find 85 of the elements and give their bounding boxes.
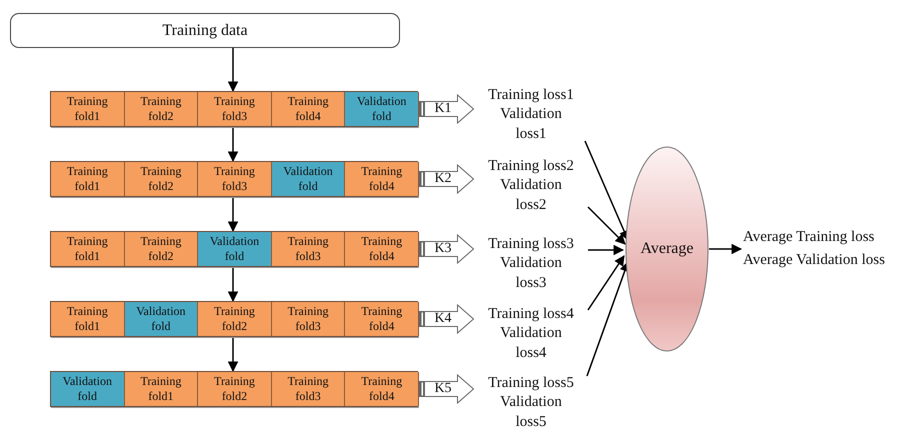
fold-label: Training fold2	[213, 374, 256, 404]
fold-label: Training fold4	[286, 94, 330, 124]
fold-label: Training fold2	[139, 94, 182, 124]
training-fold-cell	[51, 92, 125, 126]
training-fold-cell	[345, 302, 419, 336]
edge-label: K2	[434, 172, 452, 186]
fold-row	[50, 161, 418, 197]
edge-label: K3	[434, 242, 452, 256]
fold-row	[50, 91, 418, 127]
loss-label: Validation loss2	[499, 176, 563, 215]
fold-label: Validation fold	[282, 164, 334, 194]
fold-label: Training fold3	[213, 164, 256, 194]
node-label: Training data	[162, 22, 248, 40]
validation-fold-cell	[272, 162, 346, 196]
fold-label: Training fold1	[139, 374, 182, 404]
fold-label: Validation fold	[356, 94, 408, 124]
result-label: Average Validation loss	[743, 252, 885, 269]
average-ellipse	[625, 146, 709, 352]
fold-label: Training fold3	[213, 94, 256, 124]
training-fold-cell	[272, 302, 346, 336]
node-label: Average	[640, 240, 694, 258]
loss-label: Training loss2	[488, 156, 574, 176]
training-fold-cell	[198, 372, 272, 406]
fold-row	[50, 371, 418, 407]
arrow	[587, 206, 626, 245]
training-fold-cell	[51, 302, 125, 336]
fold-row	[50, 231, 418, 267]
training-fold-cell	[272, 232, 346, 266]
arrow	[228, 197, 238, 232]
fold-label: Training fold1	[66, 304, 109, 334]
training-fold-cell	[272, 92, 346, 126]
validation-fold-cell	[51, 372, 125, 406]
result-label: Average Training loss	[743, 229, 874, 246]
training-fold-cell	[51, 232, 125, 266]
fold-label: Validation fold	[62, 374, 113, 404]
loss-label: Training loss1	[488, 86, 574, 105]
arrow	[228, 127, 238, 162]
validation-fold-cell	[345, 92, 419, 126]
edge-label: K5	[434, 382, 452, 396]
fold-label: Training fold2	[139, 164, 182, 194]
fold-label: Validation fold	[135, 304, 187, 334]
training-fold-cell	[51, 162, 125, 196]
loss-label: Training loss5	[488, 374, 574, 393]
process-box	[10, 13, 400, 48]
loss-label: Validation loss4	[499, 324, 563, 363]
edge-label: K1	[434, 102, 452, 116]
fold-label: Training fold3	[286, 304, 330, 334]
loss-label: Validation loss3	[499, 254, 563, 293]
edge-label: K4	[434, 312, 452, 326]
validation-fold-cell	[198, 232, 272, 266]
training-fold-cell	[198, 92, 272, 126]
loss-label: Validation loss5	[499, 393, 563, 430]
training-fold-cell	[124, 92, 198, 126]
training-fold-cell	[124, 162, 198, 196]
training-fold-cell	[345, 372, 419, 406]
arrow	[228, 267, 238, 302]
fold-label: Training fold3	[286, 374, 330, 404]
training-fold-cell	[124, 372, 198, 406]
arrow	[228, 48, 238, 92]
fold-label: Training fold4	[360, 304, 404, 334]
training-fold-cell	[345, 162, 419, 196]
validation-fold-cell	[124, 302, 198, 336]
training-fold-cell	[124, 232, 198, 266]
fold-row	[50, 301, 418, 337]
fold-label: Training fold1	[66, 234, 109, 264]
arrow	[587, 255, 625, 310]
loss-label: Training loss4	[488, 304, 574, 324]
training-fold-cell	[198, 162, 272, 196]
fold-label: Training fold2	[213, 304, 256, 334]
training-fold-cell	[198, 302, 272, 336]
loss-label: Validation loss1	[499, 105, 563, 144]
fold-label: Training fold3	[286, 234, 330, 264]
fold-label: Training fold1	[66, 94, 109, 124]
fold-label: Training fold2	[139, 234, 182, 264]
fold-label: Training fold1	[66, 164, 109, 194]
fold-label: Training fold4	[360, 164, 404, 194]
training-fold-cell	[345, 232, 419, 266]
arrow	[228, 337, 238, 372]
loss-label: Training loss3	[488, 234, 574, 254]
arrow	[588, 244, 624, 256]
training-fold-cell	[272, 372, 346, 406]
arrow	[709, 244, 742, 254]
fold-label: Validation fold	[208, 234, 260, 264]
fold-label: Training fold4	[360, 374, 404, 404]
fold-label: Training fold4	[360, 234, 404, 264]
